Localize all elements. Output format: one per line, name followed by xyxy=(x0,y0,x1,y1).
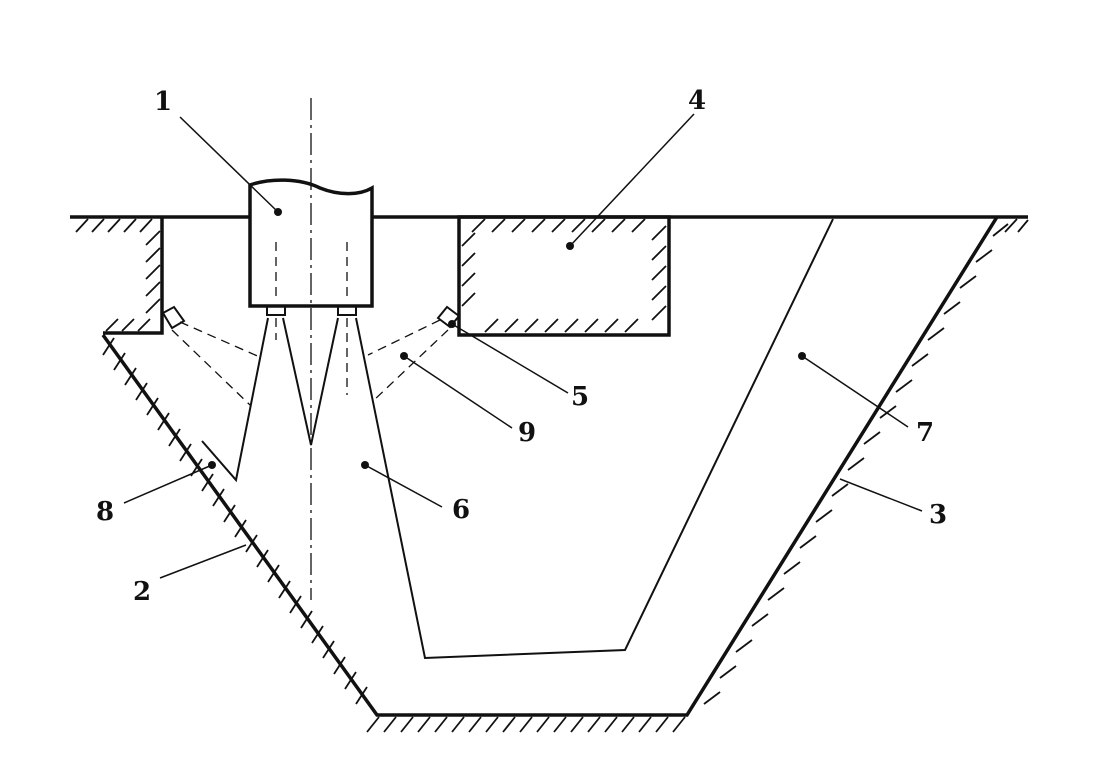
label-9: 9 xyxy=(518,418,536,448)
right-slope-hatch xyxy=(703,223,1009,705)
nozzle-tip-left xyxy=(266,305,286,316)
spray-jet-8 xyxy=(201,317,269,483)
label-1: 1 xyxy=(154,87,172,117)
block-4-hatch xyxy=(461,218,667,333)
dashed-jets-9 xyxy=(171,319,449,406)
nozzle-head-1 xyxy=(248,178,374,308)
left-step-wall-hatch xyxy=(105,230,161,332)
nozzle-tip-right xyxy=(337,305,357,316)
spray-jet-center xyxy=(282,317,339,446)
label-5: 5 xyxy=(571,382,589,412)
label-2: 2 xyxy=(133,577,151,607)
label-6: 6 xyxy=(452,495,470,525)
label-3: 3 xyxy=(929,500,947,530)
top-left-ground-hatch xyxy=(75,218,153,233)
side-nozzle-right-5 xyxy=(436,305,461,329)
left-slope-hatch xyxy=(102,337,368,705)
left-step-wall xyxy=(103,217,164,335)
trench-outline xyxy=(101,216,999,717)
bottom-hatch xyxy=(366,716,686,733)
leader-lines xyxy=(123,113,923,579)
label-7: 7 xyxy=(916,418,934,448)
spray-zone-6 xyxy=(355,218,834,660)
side-nozzle-left xyxy=(161,305,186,330)
label-4: 4 xyxy=(688,86,706,116)
block-4 xyxy=(457,215,671,337)
label-8: 8 xyxy=(96,497,114,527)
top-right-ground-hatch xyxy=(1004,218,1029,233)
